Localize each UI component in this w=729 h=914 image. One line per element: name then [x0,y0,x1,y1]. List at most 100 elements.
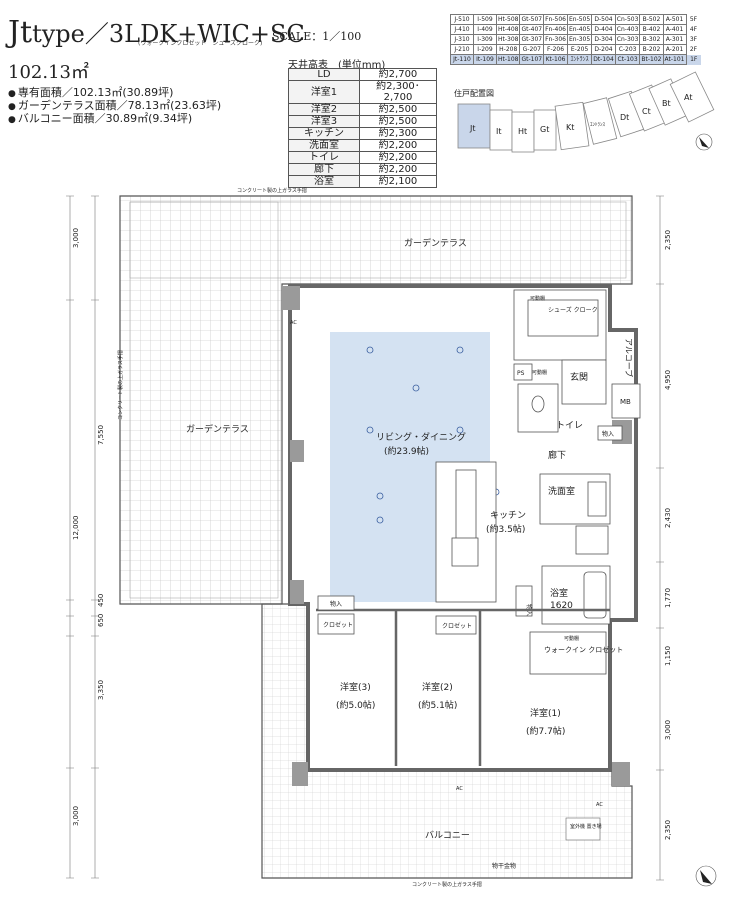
kitchen-size: (約3.5帖) [486,523,525,535]
location-label-ht: Ht [518,127,527,136]
location-label-dt: Dt [620,113,629,122]
dim-right-6: 3,000 [664,720,672,740]
garden-terrace-left-label: ガーデンテラス [186,423,249,435]
floor-label: 2F [689,46,698,53]
kitchen-island [435,461,497,603]
dim-right-3: 2,430 [664,508,672,528]
area-label: 102.13㎡ [8,62,89,83]
wic-label: ウォークイン クロゼット [544,645,623,654]
hall-storage [597,425,623,441]
dim-left-5: 450 [97,594,105,607]
layout-plan: ／3LDK+WIC+SC [84,20,305,48]
dim-right-1: 2,350 [664,230,672,250]
spec-garden-area: ガーデンテラス面積／78.13㎡(23.63坪) [8,97,221,113]
outdoor-unit-label: 室外機 置き場 [570,823,602,830]
dim-left-7: 3,000 [72,806,80,826]
entrance-label: 玄関 [570,371,588,383]
wic-shelf-label: 可動棚 [564,635,579,642]
type-word: type [32,20,85,48]
location-label-jt: Jt [469,124,476,133]
location-label-kt: Kt [566,123,574,132]
bedrooms [316,608,610,766]
living-dining-label: リビング・ダイニング [376,431,466,443]
table-row: 廊下約2,200 [288,163,437,176]
location-label-ct: Ct [642,107,651,116]
washroom-label: 洗面室 [548,485,575,497]
toilet-room [517,383,559,433]
shoes-closet-label: シューズ クローク [548,306,598,314]
kitchen-label: キッチン [490,510,526,521]
unit-cell: Bt-102 [639,54,664,65]
unit-cell: ｴﾝﾄﾗﾝｽ [566,54,593,65]
bathroom-size: 1620 [550,601,573,611]
bedroom-3-label: 洋室(3) [340,681,371,693]
dimension-lines-left [66,195,99,879]
bathroom [541,565,611,625]
location-map-title: 住戸配置図 [454,89,494,98]
dim-right-2: 4,950 [664,370,672,390]
location-block-gt [533,109,557,151]
location-label-gt: Gt [540,125,549,134]
bedroom-2-label: 洋室(2) [422,681,453,693]
location-label-at: At [684,93,692,102]
top-railing-note: コンクリート製の上ガラス手摺 [237,187,307,194]
bedroom-1-label: 洋室(1) [530,707,561,719]
entry-block [513,289,641,419]
living-dining-size: (約23.9帖) [384,445,429,457]
balcony-label: バルコニー [425,830,470,841]
laundry-hardware-label: 物干金物 [492,862,516,870]
shelf-label-1: 可動棚 [530,295,545,302]
dim-left-3: 12,000 [72,516,80,541]
aircon-mark-1: AC [290,320,297,326]
location-block-at [669,71,715,123]
north-arrow-icon [695,133,713,151]
aircon-mark-3: AC [596,802,603,808]
bedroom-3-closet-label: クロゼット [323,621,353,629]
dim-right-7: 2,350 [664,820,672,840]
bathroom-label: 浴室 [550,587,568,599]
garden-terrace [119,195,633,605]
ceiling-table-title: 天井高表 (単位mm) [288,60,386,71]
bedroom-2-closet [435,615,477,635]
spec-balcony-area: バルコニー面積／30.89㎡(9.34坪) [8,110,192,126]
left-railing-note: コンクリート製の上ガラス手摺 [117,350,124,420]
structural-columns [282,286,632,786]
corridor-storage [515,585,533,617]
dimension-lines-right [656,195,664,881]
garden-terrace-top-label: ガーデンテラス [404,237,467,249]
title-note: (ウォークインクロゼット シューズクローク) [138,40,263,47]
bedroom-1-size: (約7.7帖) [526,725,565,737]
location-block-entrance [582,97,618,145]
walk-in-closet [529,631,607,675]
dim-left-1: 3,000 [72,228,80,248]
washroom [539,473,611,555]
bedroom-3-size: (約5.0帖) [336,699,375,711]
table-row: 洗面室約2,200 [288,139,437,152]
location-block-kt [554,101,590,151]
aircon-mark-2: AC [456,786,463,792]
dim-right-4: 1,770 [664,588,672,608]
location-map [457,71,715,153]
north-arrow-bottom-icon [695,865,717,887]
unit-cell: Ht-108 [495,54,521,65]
scale-label: SCALE：1／100 [272,30,362,43]
toilet-label: トイレ [556,421,583,431]
location-label-it: It [496,127,502,136]
hall-label: 廊下 [548,449,566,461]
type-letters: Jt [8,15,33,50]
bedroom-2-size: (約5.1帖) [418,699,457,711]
table-row: 浴室約2,100 [288,175,437,188]
floor-label: 1F [686,54,701,65]
dim-right-5: 1,150 [664,646,672,666]
bedroom-3-storage [317,595,355,635]
dim-left-2: 7,550 [97,425,105,445]
type-title: Jttype／3LDK+WIC+SC [8,14,305,50]
floor-label: 5F [689,16,698,23]
